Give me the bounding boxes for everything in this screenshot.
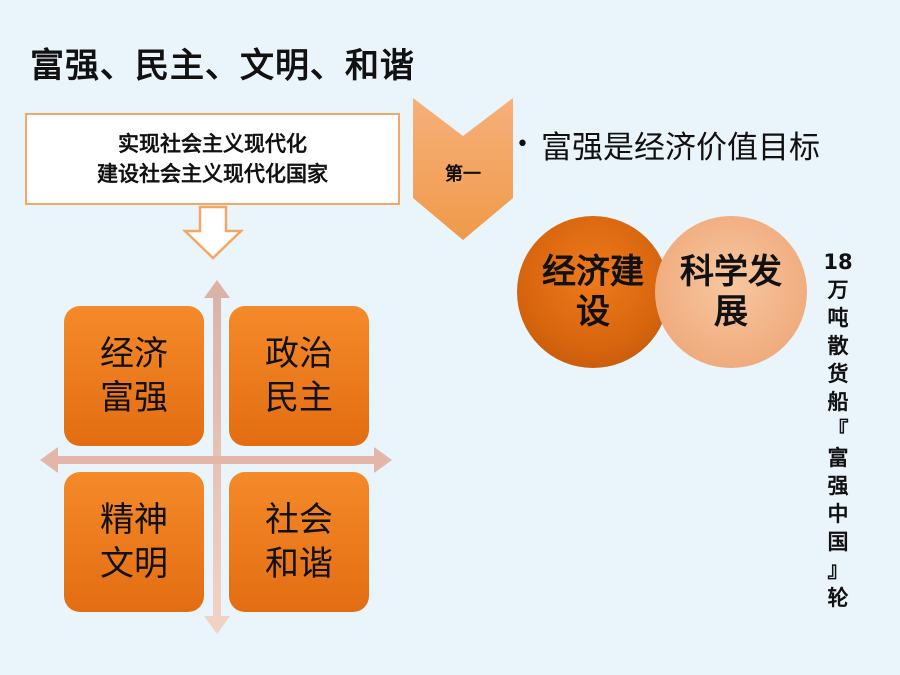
circle-economic-construction: 经济建 设 xyxy=(517,216,669,368)
chevron-label: 第一 xyxy=(445,164,481,185)
circle-scientific-development: 科学发 展 xyxy=(655,216,807,368)
vertical-char: 』 xyxy=(827,558,849,582)
quad-econ-line-1: 经济 xyxy=(100,334,168,374)
vertical-char: 中 xyxy=(827,502,849,526)
bullet-dot-icon: • xyxy=(516,132,529,157)
vertical-char: 吨 xyxy=(827,306,849,330)
bullet-bold-text: 富强 xyxy=(540,130,603,166)
circle-econ-line-2: 设 xyxy=(576,292,610,332)
quad-soc-line-1: 社会 xyxy=(265,500,333,540)
vertical-char: 『 xyxy=(827,418,849,442)
quad-pol-line-1: 政治 xyxy=(265,334,333,374)
quadrant-economic: 经济 富强 xyxy=(64,306,204,446)
circle-sci-line-1: 科学发 xyxy=(680,252,782,292)
vertical-char: 万 xyxy=(827,278,849,302)
vertical-char: 18 xyxy=(823,250,853,274)
bullet-rest-text: 是经济价值目标 xyxy=(602,130,820,166)
bullet-item: • 富强是经济价值目标 xyxy=(516,122,820,167)
quad-pol-line-2: 民主 xyxy=(265,378,333,418)
quad-econ-line-2: 富强 xyxy=(100,378,168,418)
chevron-down-shape xyxy=(413,98,513,240)
quad-spi-line-2: 文明 xyxy=(100,544,168,584)
circle-econ-line-1: 经济建 xyxy=(542,252,644,292)
page-title: 富强、民主、文明、和谐 xyxy=(30,46,415,86)
callout-box: 实现社会主义现代化 建设社会主义现代化国家 xyxy=(25,113,400,205)
circle-sci-line-2: 展 xyxy=(714,292,748,332)
quadrant-social: 社会 和谐 xyxy=(229,472,369,612)
vertical-char: 富 xyxy=(827,446,849,470)
vertical-char: 货 xyxy=(827,362,849,386)
quad-spi-line-1: 精神 xyxy=(100,500,168,540)
vertical-char: 轮 xyxy=(827,586,849,610)
vertical-caption: 18 万 吨 散 货 船 『 富 强 中 国 』 轮 xyxy=(818,248,858,612)
vertical-char: 国 xyxy=(827,530,849,554)
quadrant-political: 政治 民主 xyxy=(229,306,369,446)
vertical-char: 强 xyxy=(827,474,849,498)
quad-soc-line-2: 和谐 xyxy=(265,544,333,584)
callout-line-1: 实现社会主义现代化 xyxy=(118,132,307,156)
callout-line-2: 建设社会主义现代化国家 xyxy=(97,162,328,186)
quadrant-spiritual: 精神 文明 xyxy=(64,472,204,612)
cross-axes-icon xyxy=(40,280,392,634)
down-arrow-icon xyxy=(182,205,244,260)
vertical-char: 散 xyxy=(827,334,849,358)
vertical-char: 船 xyxy=(827,390,849,414)
